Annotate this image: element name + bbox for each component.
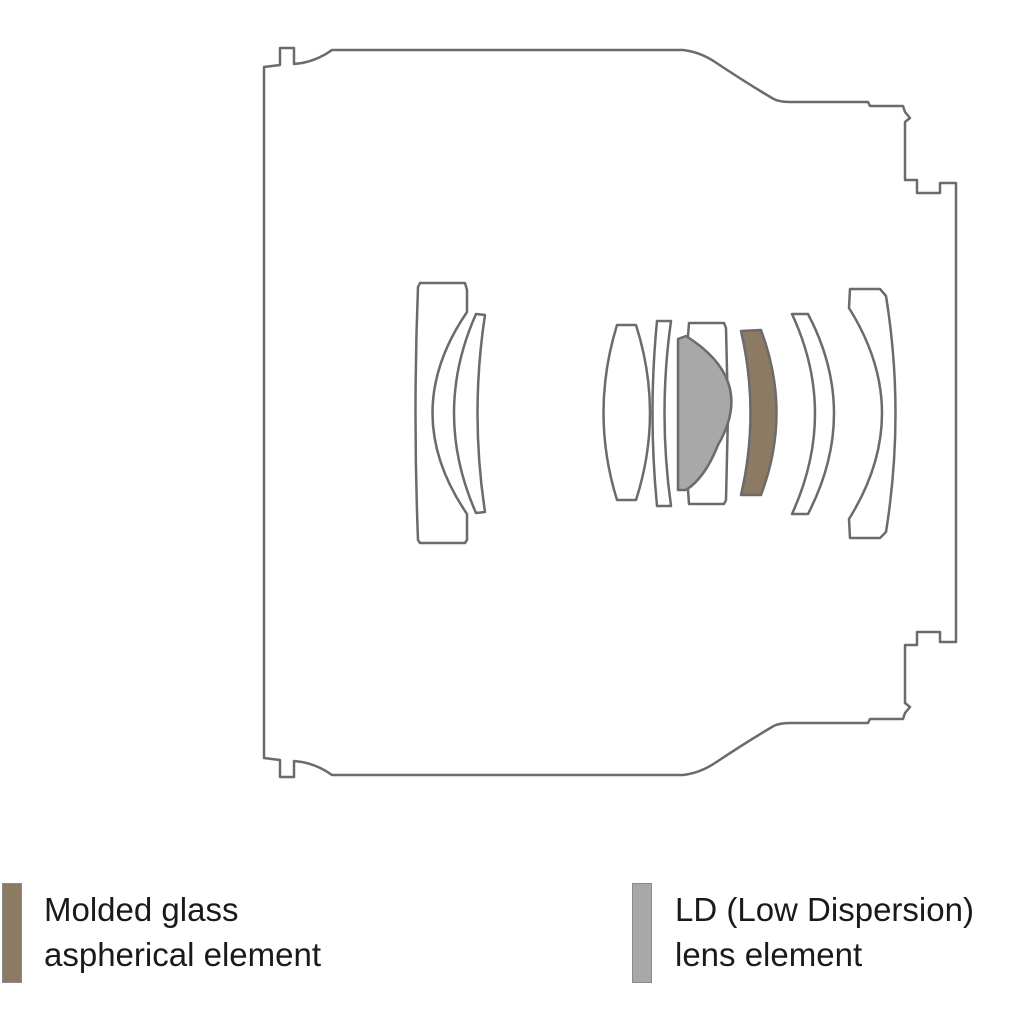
legend-aspherical-label: Molded glass aspherical element [44, 891, 321, 973]
ld-lens-element [676, 334, 733, 492]
ld-swatch [632, 883, 652, 983]
legend-ld-label: LD (Low Dispersion) lens element [675, 891, 974, 973]
lens-element-9 [847, 287, 897, 540]
lens-element-1 [414, 281, 469, 545]
aspherical-swatch [2, 883, 22, 983]
lens-element-4 [651, 319, 673, 508]
aspherical-lens-element [739, 328, 778, 497]
lens-barrel-outline-top [262, 46, 958, 413]
lens-element-8 [790, 312, 836, 516]
lens-element-2 [452, 312, 487, 515]
lens-element-3 [602, 323, 652, 502]
